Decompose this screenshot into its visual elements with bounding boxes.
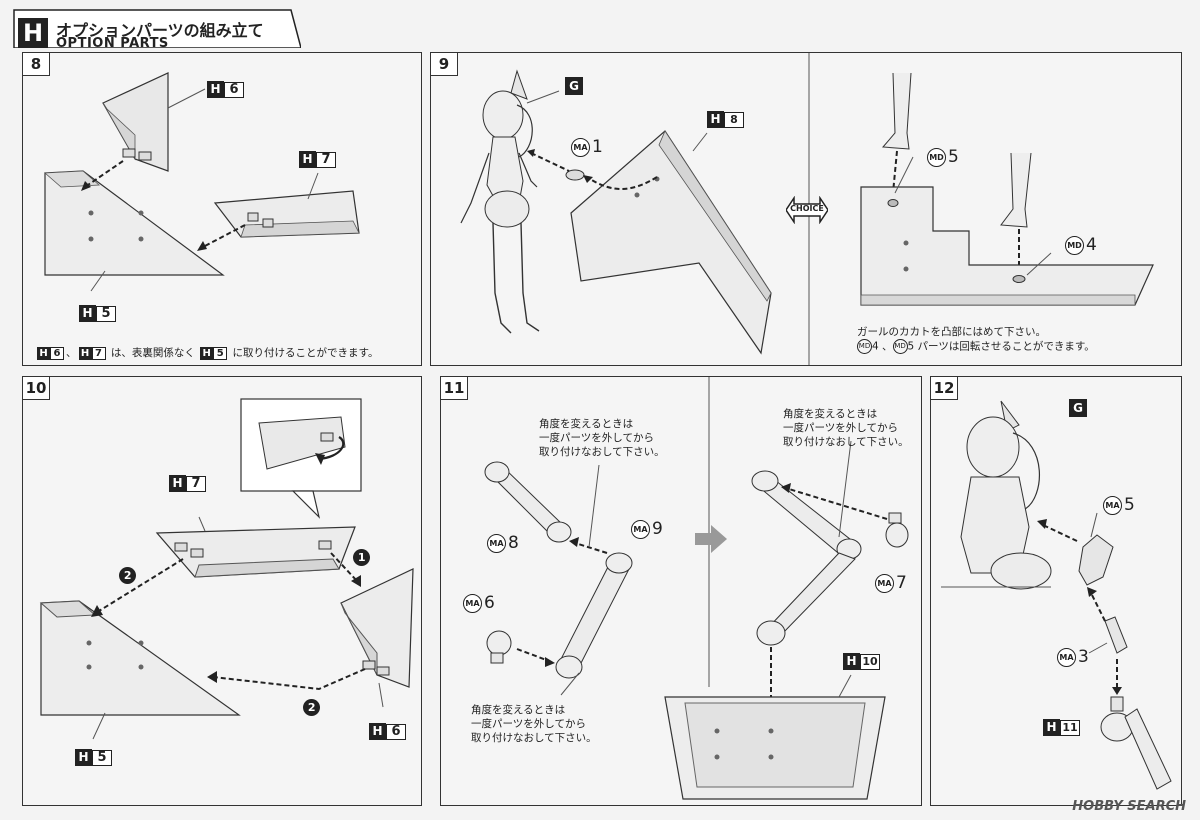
part-label-g-text: G — [565, 77, 583, 95]
section-letter: H — [18, 18, 48, 48]
ma-num: 6 — [484, 593, 495, 613]
step-11-note-c: 角度を変えるときは 一度パーツを外してから 取り付けなおして下さい。 — [471, 703, 597, 745]
ma-num: 1 — [592, 137, 603, 157]
md-badge: MD — [857, 339, 872, 354]
choice-label: CHOICE — [790, 204, 824, 213]
part-num: 7 — [186, 475, 206, 492]
ma-num: 3 — [1078, 647, 1089, 667]
step-11-note-b: 角度を変えるときは 一度パーツを外してから 取り付けなおして下さい。 — [783, 407, 909, 449]
step-num: 2 — [307, 701, 316, 714]
part-num: 5 — [96, 305, 116, 322]
ma-badge: MA — [1103, 495, 1122, 515]
ma-badge: MA — [463, 593, 482, 613]
ma-badge: MA — [571, 137, 590, 157]
step-11-note-a: 角度を変えるときは 一度パーツを外してから 取り付けなおして下さい。 — [539, 417, 665, 459]
ma-badge: MA — [487, 533, 506, 553]
part-num: 10 — [860, 653, 880, 670]
section-header: H オプションパーツの組み立て OPTION PARTS — [6, 6, 301, 51]
part-num: 6 — [386, 723, 406, 740]
note-text: 4 、 — [872, 340, 893, 353]
watermark: HOBBY SEARCH — [1072, 799, 1186, 814]
step-8-illustration — [43, 72, 360, 292]
step-10-illustration — [39, 398, 414, 740]
step-number: 12 — [931, 377, 958, 400]
step-number: 11 — [441, 377, 468, 400]
choice-arrow-icon — [786, 196, 828, 224]
step-number: 9 — [431, 53, 458, 76]
note-line: 一度パーツを外してから — [783, 422, 898, 434]
part-num: 6 — [50, 346, 64, 360]
note-text: 、 — [66, 347, 77, 359]
part-num: 8 — [724, 111, 744, 128]
ma-badge: MA — [1057, 647, 1076, 667]
step-12-illustration — [941, 400, 1172, 790]
ma-num: 8 — [508, 533, 519, 553]
note-line: 一度パーツを外してから — [471, 718, 586, 730]
note-line: 取り付けなおして下さい。 — [783, 436, 909, 448]
part-num: 7 — [316, 151, 336, 168]
md-badge: MD — [892, 339, 908, 354]
note-line: ガールのカカトを凸部にはめて下さい。 — [857, 326, 1046, 338]
ma-num: 7 — [896, 573, 907, 593]
note-text: 5 パーツは回転させることができます。 — [907, 340, 1095, 353]
note-line: 角度を変えるときは — [471, 704, 566, 716]
part-num: 5 — [213, 346, 228, 360]
part-num: 7 — [91, 346, 106, 360]
note-text: に取り付けることができます。 — [229, 347, 379, 359]
header-frame — [13, 9, 301, 48]
note-line: 角度を変えるときは — [539, 418, 634, 430]
step-num: 1 — [357, 551, 366, 564]
note-line: 角度を変えるときは — [783, 408, 878, 420]
md-num: 5 — [948, 147, 959, 167]
ma-num: 5 — [1124, 495, 1135, 515]
section-title-en: OPTION PARTS — [56, 36, 169, 51]
note-line: 取り付けなおして下さい。 — [539, 446, 665, 458]
part-num: 11 — [1060, 719, 1080, 736]
part-num: 5 — [92, 749, 112, 766]
step-11-panel: 11 — [440, 376, 922, 806]
step-9-illustration — [460, 53, 1154, 365]
note-line: 一度パーツを外してから — [539, 432, 654, 444]
note-text: は、表裏関係なく — [107, 347, 199, 359]
part-label-g: G — [565, 77, 583, 95]
step-number: 8 — [23, 53, 50, 76]
step-num: 2 — [123, 569, 132, 582]
part-label-g-text: G — [1069, 399, 1087, 417]
part-num: 6 — [224, 81, 244, 98]
part-label-g: G — [1069, 399, 1087, 417]
ma-num: 9 — [652, 519, 663, 539]
note-line: 取り付けなおして下さい。 — [471, 732, 597, 744]
ma-badge: MA — [631, 519, 650, 539]
ma-badge: MA — [875, 573, 894, 593]
step-11-illustration — [484, 377, 909, 800]
md-badge: MD — [1065, 235, 1084, 255]
md-badge: MD — [927, 147, 946, 167]
section-title-jp: オプションパーツの組み立て — [56, 21, 264, 40]
step-number: 10 — [23, 377, 50, 400]
md-num: 4 — [1086, 235, 1097, 255]
